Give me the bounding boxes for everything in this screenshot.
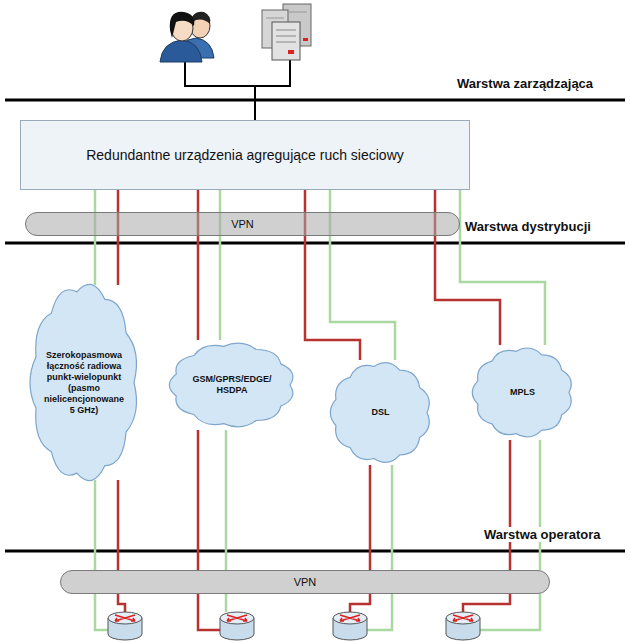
node-text: Szerokopasmowa łączność radiowa punkt-wi… bbox=[43, 350, 125, 416]
network-cloud: Szerokopasmowa łączność radiowa punkt-wi… bbox=[28, 285, 140, 480]
layer-line bbox=[5, 550, 625, 553]
management-wire bbox=[185, 60, 290, 120]
link-line bbox=[539, 440, 542, 570]
node-text: MPLS bbox=[510, 387, 535, 398]
vpn-band: VPN bbox=[25, 212, 460, 236]
link-line bbox=[117, 480, 120, 570]
layer-label: Warstwa zarządzająca bbox=[455, 76, 595, 91]
router-icons bbox=[108, 612, 480, 640]
link-line bbox=[94, 190, 97, 285]
node-text: GSM/GPRS/EDGE/ HSDPA bbox=[185, 374, 279, 396]
link-line bbox=[509, 440, 512, 570]
network-cloud: DSL bbox=[328, 360, 433, 465]
layer-label: Warstwa operatora bbox=[482, 527, 603, 542]
link-line bbox=[197, 430, 200, 570]
link-line bbox=[391, 465, 394, 570]
link-line bbox=[369, 465, 372, 570]
node-text: Redundantne urządzenia agregujące ruch s… bbox=[76, 147, 414, 163]
network-cloud: GSM/GPRS/EDGE/ HSDPA bbox=[168, 340, 296, 430]
server-icon bbox=[262, 4, 311, 60]
link-line bbox=[225, 430, 228, 570]
layer-line bbox=[5, 99, 625, 102]
layer-label: Warstwa dystrybucji bbox=[463, 219, 593, 234]
link-line bbox=[117, 190, 120, 285]
layer-line bbox=[5, 242, 625, 245]
network-cloud: MPLS bbox=[470, 345, 575, 440]
node-text: VPN bbox=[231, 218, 254, 230]
aggregation-box: Redundantne urządzenia agregujące ruch s… bbox=[20, 120, 470, 190]
vpn-band: VPN bbox=[60, 570, 550, 594]
link-line bbox=[460, 190, 545, 345]
people-icon bbox=[160, 12, 214, 62]
node-text: VPN bbox=[294, 576, 317, 588]
link-line bbox=[94, 480, 97, 570]
node-text: DSL bbox=[372, 407, 390, 418]
